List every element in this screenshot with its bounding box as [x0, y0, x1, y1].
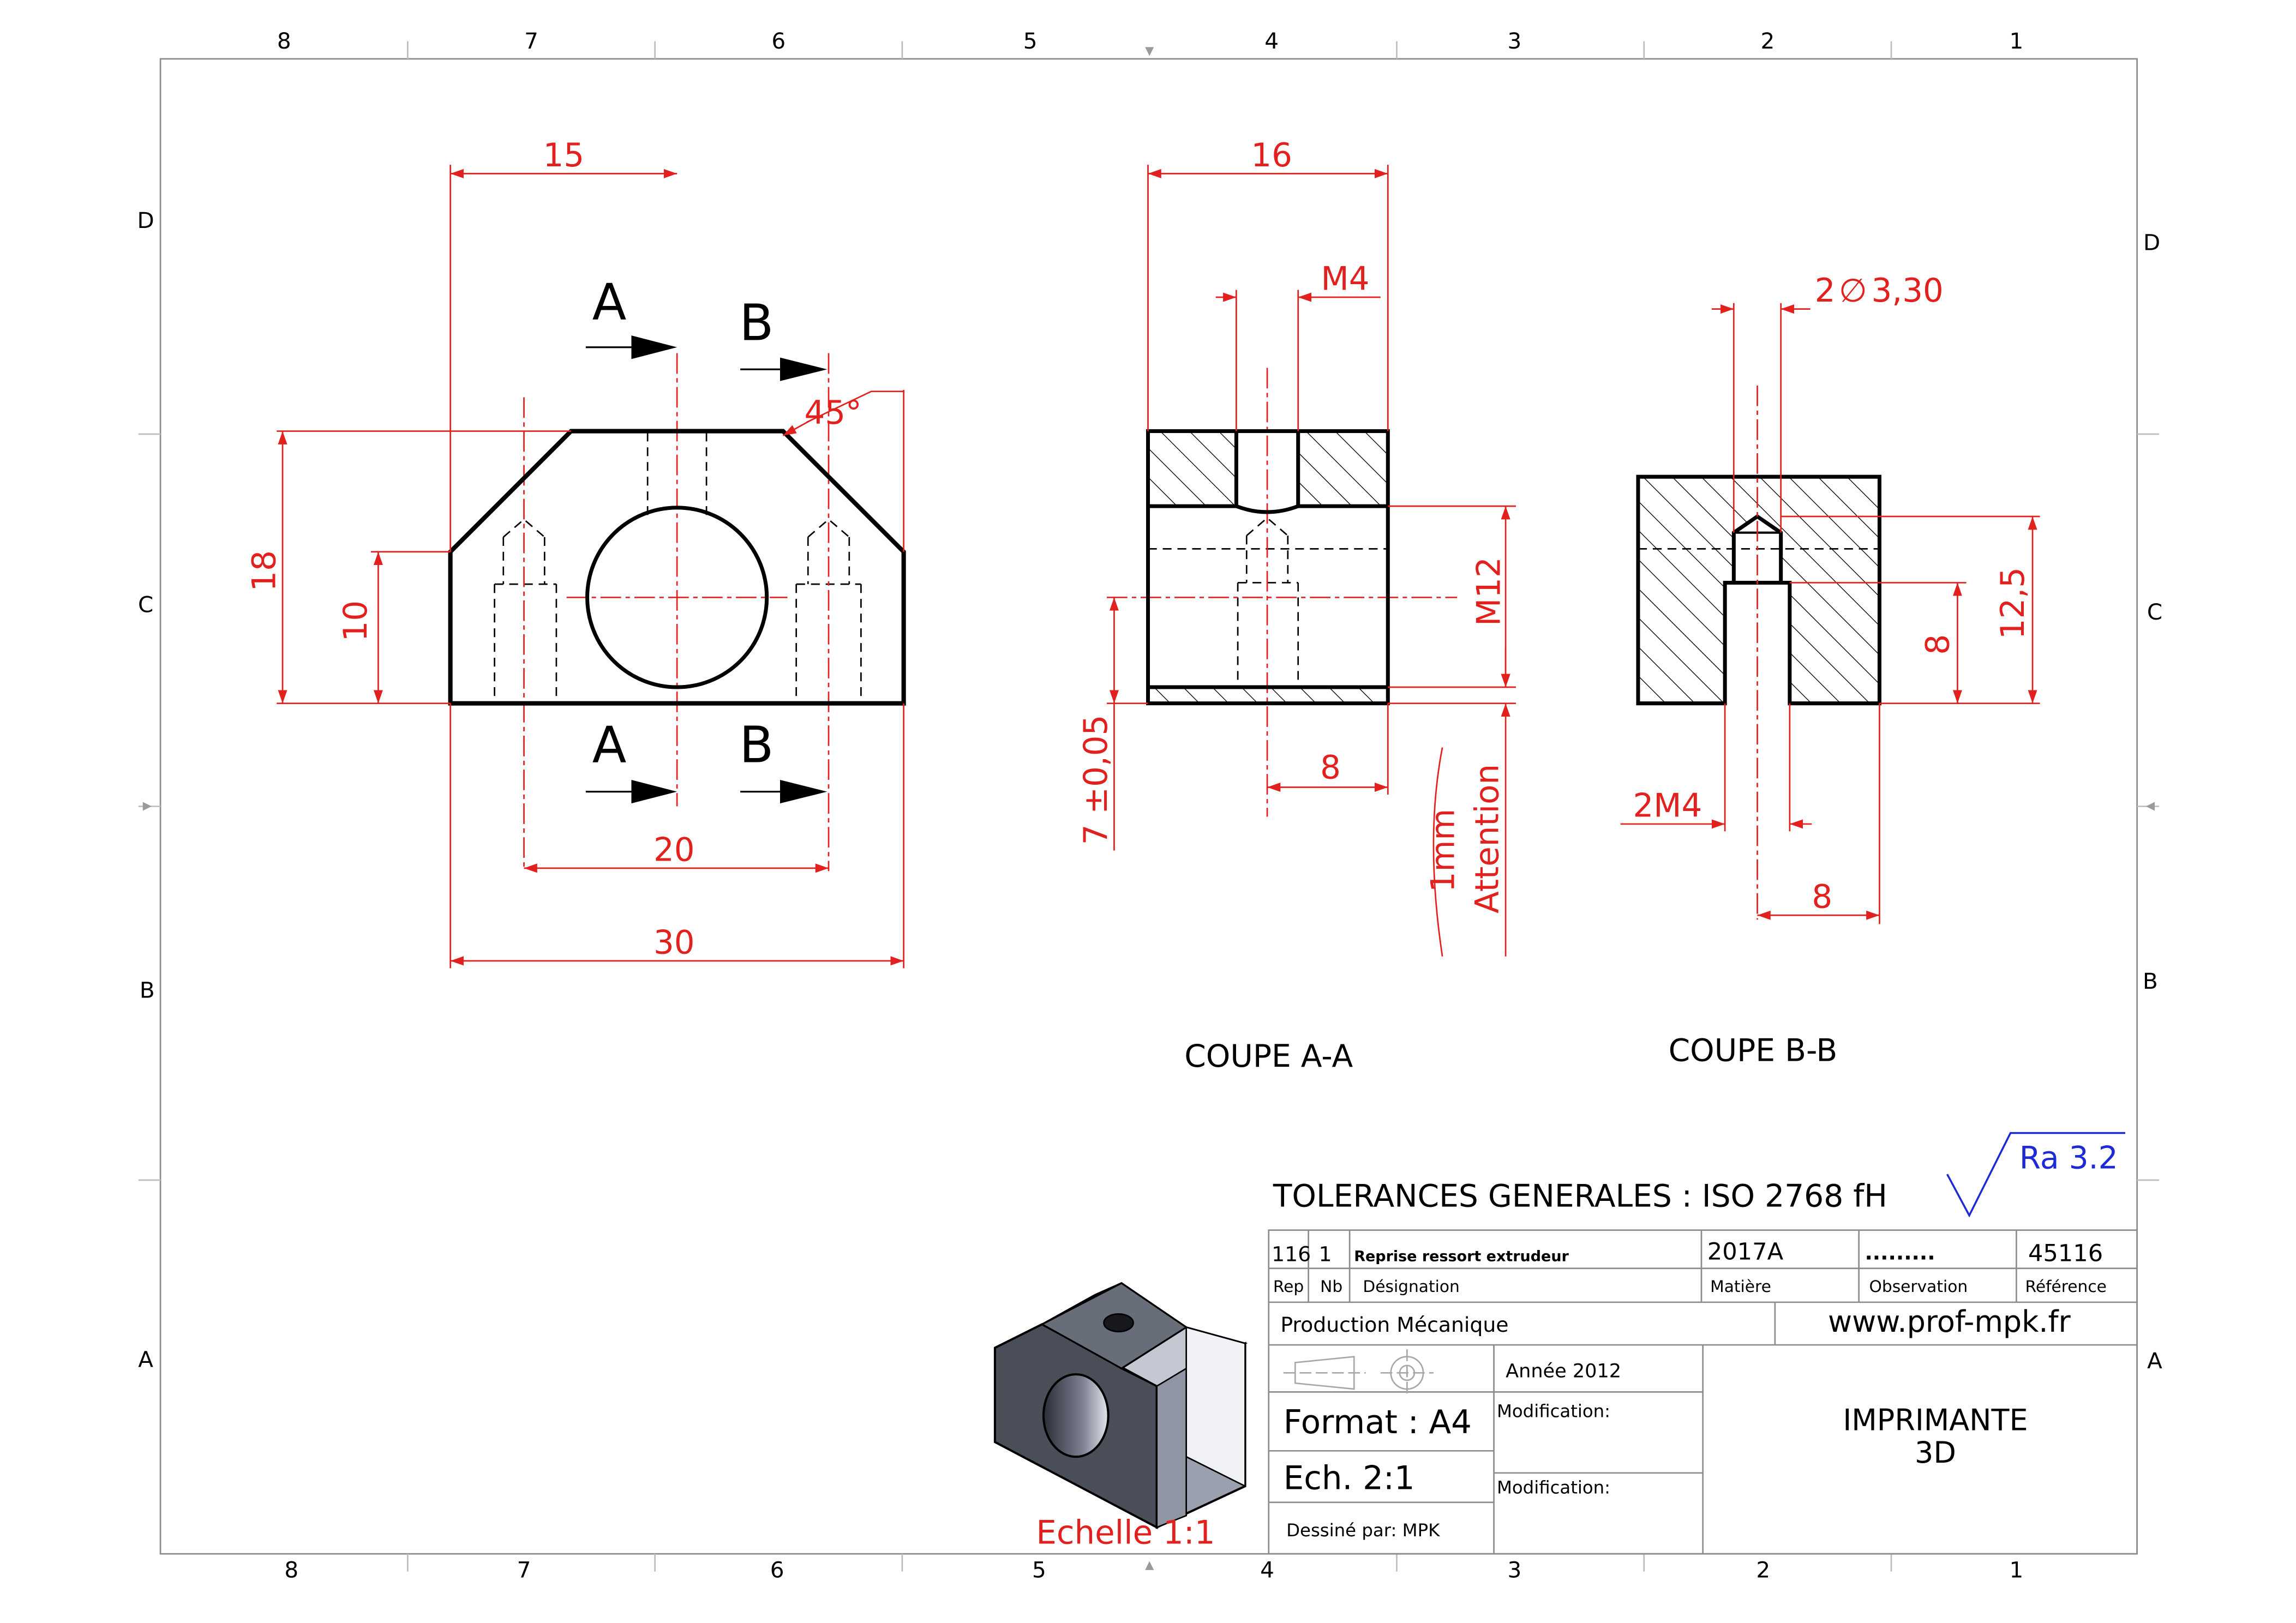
- grid-label-top-8: 8: [277, 28, 291, 54]
- grid-label-top-1: 1: [2009, 28, 2023, 54]
- dim-width-16: 16: [1251, 136, 1292, 174]
- grid-label-right-a: A: [2147, 1348, 2162, 1374]
- dim-depth-8: 8: [1919, 634, 1956, 655]
- reference-value: 45116: [2028, 1240, 2103, 1267]
- rep-value: 116: [1272, 1242, 1311, 1266]
- material-value: 2017A: [1707, 1239, 1784, 1266]
- dim-mid-10: 10: [337, 600, 374, 642]
- grid-label-left-d: D: [137, 207, 154, 233]
- dim-offset-8-bb: 8: [1812, 878, 1832, 916]
- grid-label-left-b: B: [140, 977, 155, 1003]
- header-reference: Référence: [2025, 1277, 2107, 1296]
- drawing-frame: 8 7 6 5 4 3 2 1 8 7 6 5 4 3 2 1 D C B A …: [137, 28, 2163, 1583]
- grid-label-bottom-4: 4: [1260, 1556, 1274, 1583]
- grid-label-left-c: C: [138, 591, 153, 617]
- drawing-title-line2: 3D: [1915, 1435, 1956, 1470]
- grid-label-bottom-1: 1: [2009, 1556, 2023, 1583]
- thread-m4-callout: M4: [1321, 260, 1370, 298]
- header-observation: Observation: [1869, 1277, 1968, 1296]
- hole-diameter: 3,30: [1872, 272, 1944, 309]
- grid-label-bottom-2: 2: [1756, 1556, 1770, 1583]
- observation-value: .........: [1865, 1241, 1935, 1265]
- front-view: A B A B 15 20 30 45° 18: [245, 136, 906, 969]
- website: www.prof-mpk.fr: [1828, 1305, 2071, 1339]
- modification-2: Modification:: [1497, 1477, 1610, 1498]
- grid-label-top-5: 5: [1023, 28, 1038, 54]
- grid-label-bottom-7: 7: [517, 1556, 531, 1583]
- nb-value: 1: [1318, 1242, 1332, 1266]
- designation-value: Reprise ressort extrudeur: [1354, 1248, 1569, 1265]
- section-aa: 16 M4 8 M12 7 ±0,05 1mm Attention COUPE …: [1077, 136, 1516, 1074]
- drawing-scale: Ech. 2:1: [1284, 1459, 1415, 1496]
- header-material: Matière: [1710, 1277, 1771, 1296]
- grid-label-right-c: C: [2147, 599, 2162, 625]
- grid-label-top-7: 7: [524, 28, 538, 54]
- grid-label-bottom-6: 6: [770, 1556, 784, 1583]
- cut-label-a-top: A: [592, 273, 627, 331]
- grid-label-top-2: 2: [1761, 28, 1775, 54]
- grid-label-bottom-8: 8: [284, 1556, 298, 1583]
- echelle-note: Echelle 1:1: [1036, 1513, 1215, 1551]
- drawing-title-line1: IMPRIMANTE: [1843, 1403, 2028, 1438]
- grid-label-bottom-5: 5: [1032, 1556, 1046, 1583]
- header-rep: Rep: [1273, 1277, 1304, 1296]
- header-designation: Désignation: [1363, 1277, 1459, 1296]
- grid-label-right-b: B: [2143, 968, 2158, 994]
- format: Format : A4: [1284, 1403, 1472, 1441]
- dim-top-15: 15: [543, 136, 585, 174]
- roughness-value: Ra 3.2: [2019, 1140, 2118, 1176]
- dim-width-30: 30: [654, 923, 695, 961]
- header-nb: Nb: [1320, 1277, 1342, 1296]
- tolerance-7-callout: 7 ±0,05: [1077, 715, 1114, 845]
- drawn-by: Dessiné par: MPK: [1286, 1520, 1440, 1541]
- title-block: 116 1 Reprise ressort extrudeur 2017A ..…: [1268, 1229, 2138, 1555]
- roughness-symbol: Ra 3.2: [1946, 1132, 2126, 1218]
- dim-holes-20: 20: [654, 831, 695, 868]
- bore-m12-callout: M12: [1470, 557, 1507, 626]
- grid-label-top-3: 3: [1507, 28, 1521, 54]
- grid-label-top-6: 6: [771, 28, 786, 54]
- diameter-symbol: ∅: [1839, 272, 1867, 309]
- cut-label-b-bottom: B: [739, 716, 774, 774]
- section-bb: 2 ∅ 3,30 2M4 8 8 12,5 COUPE B-B: [1620, 272, 2040, 1068]
- cut-label-a-bottom: A: [592, 716, 627, 774]
- year: Année 2012: [1506, 1360, 1621, 1382]
- section-aa-title: COUPE A-A: [1184, 1038, 1353, 1074]
- holes-count: 2: [1815, 272, 1836, 309]
- cut-label-b-top: B: [739, 293, 774, 352]
- thread-2m4-callout: 2M4: [1633, 786, 1702, 824]
- dim-height-18: 18: [245, 550, 283, 592]
- projection-symbol-icon: [1283, 1349, 1434, 1397]
- modification-1: Modification:: [1497, 1400, 1610, 1421]
- department: Production Mécanique: [1280, 1313, 1508, 1337]
- note-attention: Attention: [1468, 764, 1506, 913]
- dim-chamfer-45: 45°: [805, 394, 862, 431]
- grid-label-bottom-3: 3: [1507, 1556, 1521, 1583]
- dim-height-12-5: 12,5: [1994, 567, 2031, 639]
- dim-offset-8: 8: [1320, 748, 1341, 786]
- section-bb-title: COUPE B-B: [1669, 1032, 1838, 1068]
- note-1mm: 1mm: [1424, 809, 1462, 892]
- grid-label-right-d: D: [2143, 230, 2160, 256]
- isometric-view: [993, 1282, 1248, 1529]
- bore-circle: [585, 506, 769, 689]
- grid-label-top-4: 4: [1264, 28, 1279, 54]
- grid-label-left-a: A: [138, 1347, 153, 1373]
- general-tolerances: TOLERANCES GENERALES : ISO 2768 fH: [1273, 1178, 1887, 1214]
